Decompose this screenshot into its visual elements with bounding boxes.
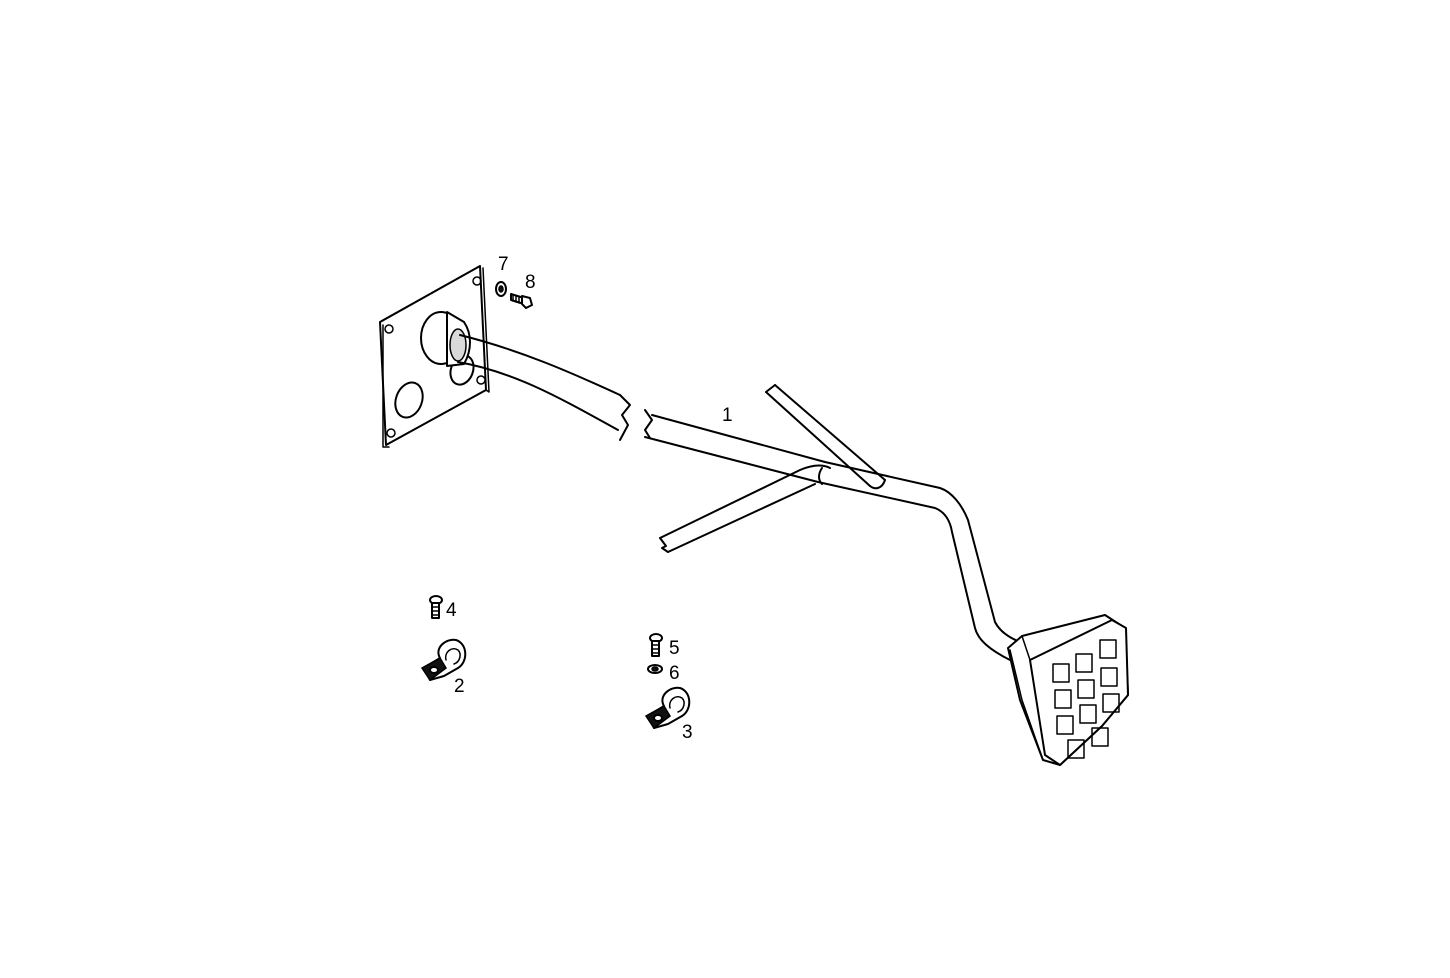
multi-pin-connector <box>1007 614 1129 766</box>
callout-1: 1 <box>722 405 733 426</box>
connector-pin-grid <box>1052 639 1120 759</box>
callout-7: 7 <box>498 254 509 275</box>
nut-part-6 <box>647 664 663 674</box>
clamp-part-2 <box>420 638 467 682</box>
main-harness-cable <box>457 334 1021 661</box>
callout-6: 6 <box>669 663 680 684</box>
cable-grommet <box>420 311 471 367</box>
screw-part-5 <box>649 633 663 657</box>
callout-2: 2 <box>454 676 465 697</box>
bolt-part-8 <box>510 293 533 309</box>
upper-branch-cable <box>765 384 886 490</box>
clamp-part-3 <box>644 686 691 730</box>
screw-part-4 <box>429 595 443 619</box>
callout-5: 5 <box>669 638 680 659</box>
washer-part-7 <box>495 281 507 297</box>
callout-8: 8 <box>525 272 536 293</box>
callout-4: 4 <box>446 600 457 621</box>
lower-branch-cable <box>659 464 831 553</box>
callout-3: 3 <box>682 722 693 743</box>
